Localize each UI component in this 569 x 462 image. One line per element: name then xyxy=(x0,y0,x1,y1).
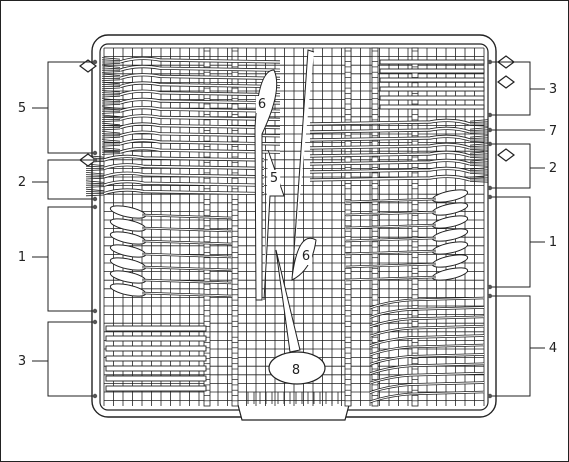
item-label-6-top: 6 xyxy=(258,97,266,112)
bracket-dot xyxy=(488,294,492,298)
callout-left-3 xyxy=(32,320,97,398)
bracket-dot xyxy=(93,309,97,313)
bracket-dot xyxy=(488,394,492,398)
bracket-dot xyxy=(93,60,97,64)
bracket-dot xyxy=(488,195,492,199)
bracket-dot xyxy=(93,151,97,155)
knife-left xyxy=(106,386,206,391)
bracket-dot xyxy=(93,394,97,398)
bracket-dot xyxy=(93,320,97,324)
knife-left xyxy=(106,366,206,371)
callout-left-1 xyxy=(32,205,97,313)
bracket-dot xyxy=(488,285,492,289)
knife-left xyxy=(106,336,206,341)
callout-left-5 xyxy=(32,60,97,155)
item-label-5: 5 xyxy=(270,171,278,186)
bracket-dot xyxy=(93,205,97,209)
knife-right-top xyxy=(380,87,484,91)
knife-right-top xyxy=(380,96,484,100)
bracket-dot xyxy=(488,142,492,146)
knife-right-top xyxy=(380,69,484,73)
knife-left xyxy=(106,346,206,351)
left-label-3: 3 xyxy=(18,354,26,369)
right-label-7: 7 xyxy=(549,124,557,139)
bracket-dot xyxy=(93,197,97,201)
rack-clip-right xyxy=(498,149,514,161)
left-label-1: 1 xyxy=(18,250,26,265)
bracket-line xyxy=(48,62,95,153)
bracket-dot xyxy=(488,186,492,190)
bracket-line xyxy=(48,322,95,396)
grid-separator xyxy=(412,48,418,406)
item-label-8: 8 xyxy=(292,363,300,378)
bracket-dot xyxy=(93,158,97,162)
bracket-dot xyxy=(488,60,492,64)
left-label-2: 2 xyxy=(18,175,26,190)
right-label-2: 2 xyxy=(549,161,557,176)
item-label-6-bottom: 6 xyxy=(302,249,310,264)
knife-left xyxy=(106,376,206,381)
left-label-5: 5 xyxy=(18,101,26,116)
knife-left xyxy=(106,356,206,361)
knife-left xyxy=(106,326,206,331)
bracket-line xyxy=(48,207,95,311)
knife-right-top xyxy=(380,60,484,64)
tray-handle xyxy=(238,405,349,420)
rack-clip-right xyxy=(498,76,514,88)
right-label-1: 1 xyxy=(549,235,557,250)
right-label-4: 4 xyxy=(549,341,557,356)
right-label-3: 3 xyxy=(549,82,557,97)
knife-right-top xyxy=(380,105,484,109)
callout-right-7-dot xyxy=(488,128,492,132)
bracket-dot xyxy=(488,113,492,117)
knife-right-top xyxy=(380,78,484,82)
